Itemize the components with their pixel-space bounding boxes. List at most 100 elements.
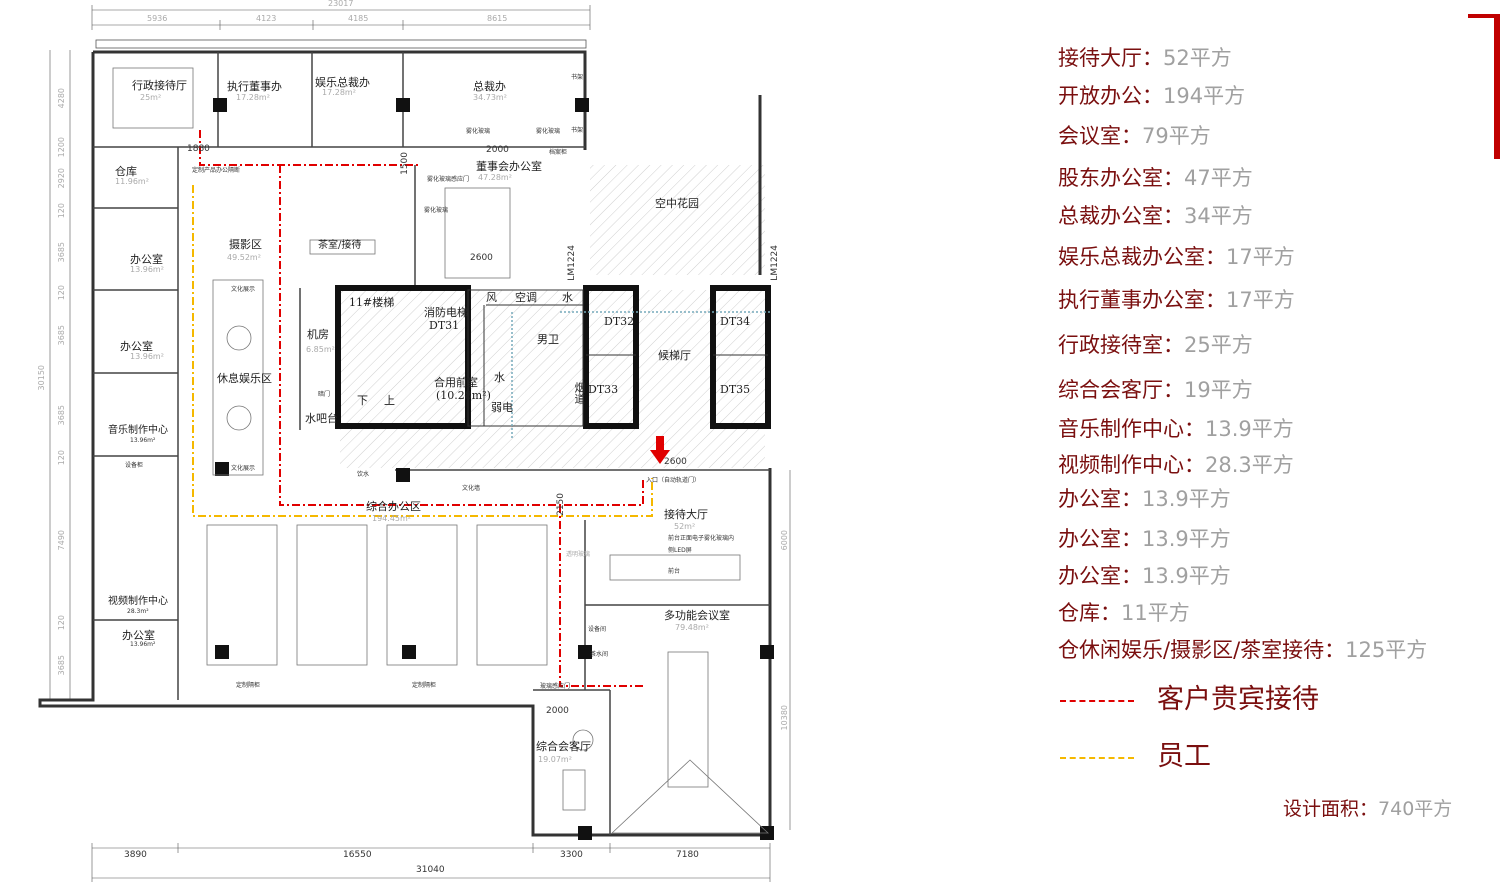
staff-route-path: [192, 185, 653, 517]
note: 饮水: [357, 471, 370, 478]
room-label: 合用前室: [434, 376, 478, 389]
room-label: 摄影区: [229, 238, 262, 251]
dim-bottom: 3300: [560, 850, 583, 860]
dim-inner: 2000: [546, 706, 569, 716]
vip-route-swatch: [1060, 700, 1134, 702]
room-area: 6.85m²: [306, 345, 335, 354]
room-label: 水吧台: [305, 412, 338, 425]
room-label: 烟道: [573, 382, 586, 404]
note: 玻璃感应门: [540, 683, 571, 690]
legend-item: 股东办公室：47平方: [1058, 166, 1253, 190]
stair-down-label: 下: [357, 394, 368, 407]
dim-inner: 1500: [400, 152, 410, 175]
room-label: 机房: [307, 328, 329, 341]
interior-walls: [93, 52, 770, 835]
outer-walls: [38, 50, 772, 837]
dim-inner: 2000: [486, 145, 509, 155]
room-label: 茶室/接待: [318, 240, 362, 251]
legend-item: 娱乐总裁办公室：17平方: [1058, 245, 1295, 269]
room-area: 194.45m²: [372, 514, 411, 523]
dim-left: 3685: [57, 325, 66, 346]
elevator-label: DT35: [720, 383, 751, 396]
note: 书架: [571, 74, 584, 81]
dim-left: 30150: [37, 365, 46, 391]
room-area: 13.96m²: [130, 437, 156, 444]
legend-item: 办公室：13.9平方: [1058, 564, 1231, 588]
room-area: 34.73m²: [473, 93, 507, 102]
vip-route-path: [559, 505, 643, 687]
note: 文化展示: [231, 286, 256, 293]
room-area: 49.52m²: [227, 253, 261, 262]
room-area: 28.3m²: [127, 608, 149, 615]
room-area: 17.28m²: [236, 93, 270, 102]
note: 侧LED屏: [668, 547, 692, 554]
dim-bottom: 7180: [676, 850, 699, 860]
room-label: 水: [562, 291, 573, 304]
vip-route-path: [199, 130, 420, 166]
dim-top-total: 23017: [328, 0, 354, 8]
note: 雾化玻璃: [536, 128, 561, 135]
staff-route-label: 员工: [1157, 741, 1211, 772]
legend-item: 综合会客厅：19平方: [1058, 378, 1253, 402]
elevator-label: DT32: [604, 315, 635, 328]
room-area: 47.28m²: [478, 173, 512, 182]
core-hatch: [340, 290, 765, 468]
room-area: 13.96m²: [130, 265, 164, 274]
dim-inner: LM1224: [567, 245, 577, 281]
room-label: 水: [494, 371, 505, 384]
room-area: 17.28m²: [322, 88, 356, 97]
room-label: 接待大厅: [664, 508, 708, 521]
note: 雾化玻璃: [424, 207, 449, 214]
dim-left: 1200: [57, 137, 66, 158]
dim-left: 120: [57, 615, 66, 631]
room-label: 行政接待厅: [132, 79, 187, 92]
furniture: [112, 67, 770, 834]
legend-item: 会议室：79平方: [1058, 124, 1211, 148]
dim-right: 6000: [780, 530, 789, 551]
note: 透明玻璃: [566, 551, 591, 558]
entrance-arrow-icon: [650, 436, 670, 464]
dim-left: 120: [57, 450, 66, 466]
elevator-label: DT34: [720, 315, 751, 328]
room-area: 13.96m²: [130, 352, 164, 361]
dim-bottom-total: 31040: [416, 865, 445, 875]
dim-top: 5936: [147, 14, 168, 23]
dim-left: 4280: [57, 88, 66, 109]
legend-item: 办公室：13.9平方: [1058, 527, 1231, 551]
room-label: 综合办公区: [366, 500, 421, 513]
room-area: 52m²: [674, 522, 696, 531]
legend-item: 行政接待室：25平方: [1058, 333, 1253, 357]
note: 设备柜: [125, 462, 144, 469]
note: 定制隔柜: [236, 682, 261, 689]
legend-item: 办公室：13.9平方: [1058, 487, 1231, 511]
room-label: 弱电: [491, 401, 513, 414]
columns: [213, 98, 774, 840]
room-label: 总裁办: [473, 80, 506, 93]
legend-item: 仓休闲娱乐/摄影区/茶室接待：125平方: [1058, 638, 1428, 662]
room-area: 11.96m²: [115, 177, 149, 186]
stair-up-label: 上: [384, 394, 395, 407]
dim-left: 120: [57, 285, 66, 301]
room-area: 79.48m²: [675, 623, 709, 632]
dim-left: 120: [57, 203, 66, 219]
legend-item: 开放办公：194平方: [1058, 84, 1246, 108]
dimension-lines: [49, 5, 791, 882]
room-label: 休息娱乐区: [217, 372, 272, 385]
design-area-total: 设计面积：740平方: [1283, 798, 1453, 820]
dim-left: 3685: [57, 405, 66, 426]
note: 定制产品办公隔断: [192, 167, 241, 174]
room-label: 综合会客厅: [536, 740, 591, 753]
dim-left: 3685: [57, 242, 66, 263]
room-label: 空调: [515, 291, 537, 304]
room-label: 音乐制作中心: [108, 425, 168, 436]
legend-item: 视频制作中心：28.3平方: [1058, 453, 1294, 477]
room-label: 男卫: [537, 333, 559, 346]
legend-item: 仓库：11平方: [1058, 601, 1190, 625]
dim-bottom: 16550: [343, 850, 372, 860]
note: 雾化玻璃: [466, 128, 491, 135]
accent-bar: [1468, 14, 1500, 18]
staff-route-swatch: [1060, 757, 1134, 759]
note: 文化展示: [231, 465, 256, 472]
room-label: 娱乐总裁办: [315, 76, 370, 89]
room-label: 办公室: [122, 629, 155, 642]
